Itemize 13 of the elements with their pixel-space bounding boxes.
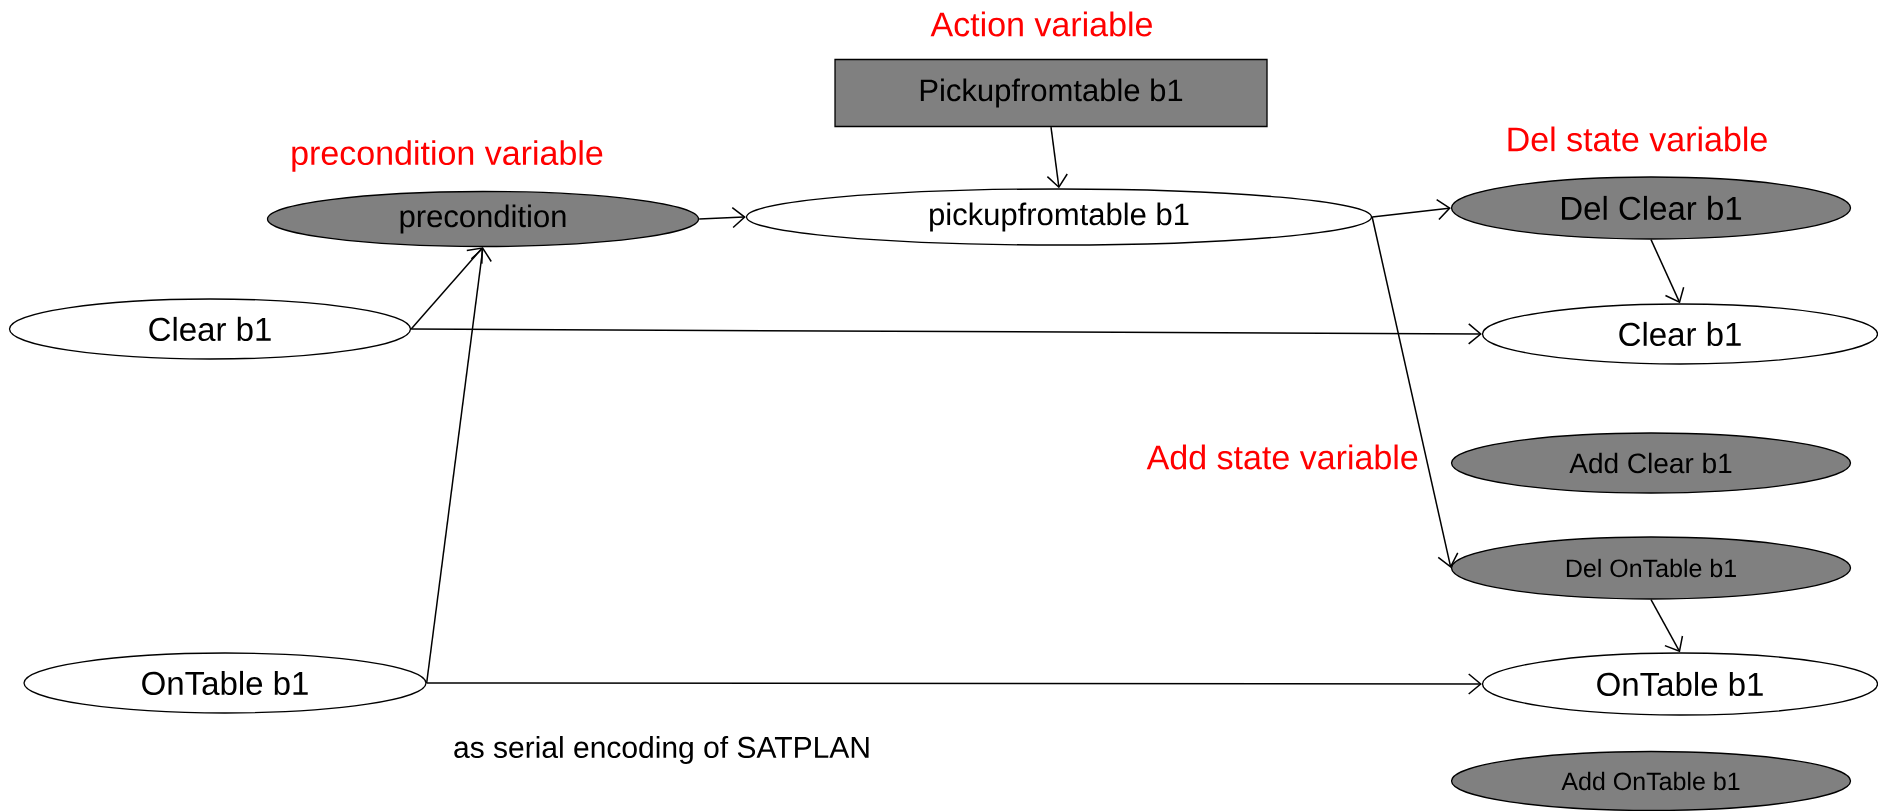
arrow <box>1371 216 1459 568</box>
arrow <box>425 247 492 684</box>
arrow <box>698 206 746 229</box>
arrow <box>1371 198 1451 221</box>
action-box: Pickupfromtable b1 <box>834 58 1268 128</box>
arrow <box>1650 598 1684 653</box>
arrow <box>1046 126 1068 189</box>
caption-text: as serial encoding of SATPLAN <box>454 736 869 764</box>
arrow <box>410 323 1482 345</box>
annotation: Add state variable <box>1146 444 1418 470</box>
arrow <box>410 247 483 330</box>
arrow <box>425 673 1482 695</box>
arrow <box>1650 238 1685 304</box>
